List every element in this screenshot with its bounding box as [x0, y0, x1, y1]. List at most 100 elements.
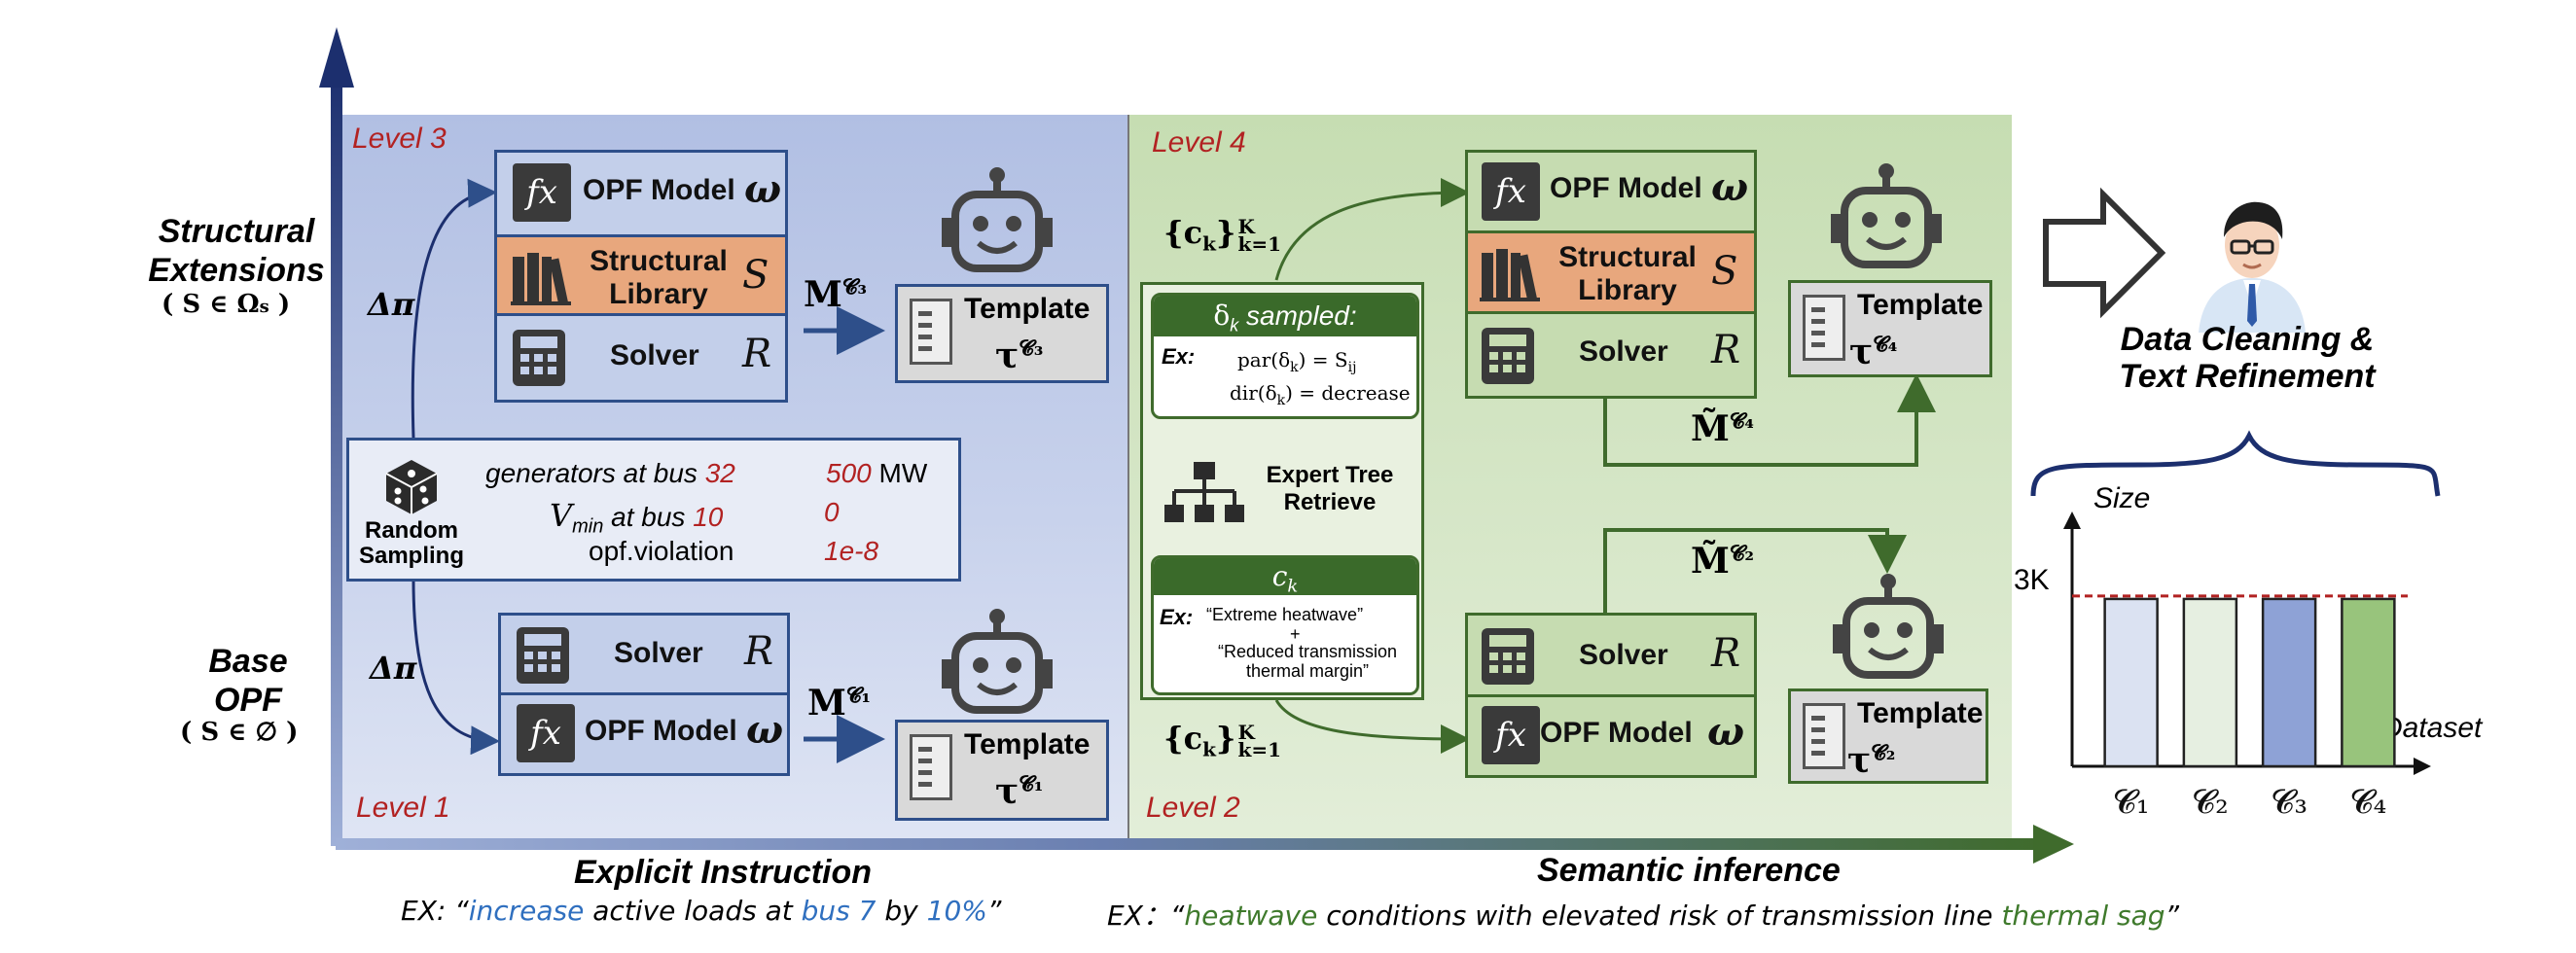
robot-icon — [942, 167, 1053, 272]
template-tau: τ𝓒₂ — [1847, 740, 1896, 781]
sample-line-1-value: 500 MW — [826, 458, 928, 488]
solver-row-l2: Solver R — [1468, 616, 1754, 697]
chart-bar — [2182, 597, 2238, 768]
expert-tree-box: δk sampled: Ex: par(δk) = Sij dir(δk) = … — [1140, 282, 1424, 700]
solver-row: Solver R — [497, 316, 785, 400]
template-c3: Template τ𝓒₃ — [895, 284, 1109, 383]
person-icon — [2199, 201, 2306, 333]
chart-y-arrow — [2063, 512, 2081, 529]
omega-symbol: ω — [746, 707, 784, 753]
tree-icon — [1164, 462, 1244, 522]
opf-model-label: OPF Model — [585, 715, 737, 747]
template-c4: Template τ𝓒₄ — [1788, 280, 1992, 377]
dice-icon — [385, 460, 438, 514]
solver-symbol: R — [744, 629, 774, 674]
template-label: Template — [1857, 697, 1984, 729]
sample-line-3-value: 1e-8 — [824, 536, 879, 566]
document-icon — [1803, 703, 1845, 769]
data-cleaning-label: Data Cleaning & Text Refinement — [2119, 321, 2376, 395]
calculator-icon — [1480, 626, 1536, 691]
robot-icon — [942, 609, 1053, 714]
x-left-title: Explicit Instruction — [574, 854, 873, 891]
robot-icon — [1831, 163, 1942, 268]
template-label: Template — [1857, 289, 1984, 321]
solver-label: Solver — [610, 339, 699, 371]
ck-example-1: “Extreme heatwave” — [1206, 605, 1364, 624]
equation-2: dir(δk) = decrease — [1230, 381, 1411, 408]
library-symbol: S — [742, 253, 769, 298]
template-c2: Template τ𝓒₂ — [1788, 688, 1988, 784]
solver-row-l1: Solver R — [501, 616, 787, 695]
chart-tick-label: 𝓒₂ — [2192, 783, 2229, 822]
solver-symbol: R — [742, 332, 772, 376]
robot-icon — [1833, 574, 1944, 679]
template-label: Template — [964, 728, 1091, 760]
sample-line-2-value: 0 — [824, 497, 840, 527]
omega-symbol: ω — [744, 166, 782, 212]
document-icon — [1803, 295, 1845, 361]
calculator-icon — [515, 625, 571, 690]
chart-xlabel: Dataset — [2381, 712, 2483, 744]
chart-tick-label: 𝓒₃ — [2271, 783, 2308, 822]
left-example: EX: “increase active loads at bus 7 by 1… — [401, 895, 1002, 927]
opf-model-label: OPF Model — [1540, 717, 1693, 749]
books-icon — [511, 251, 571, 310]
document-icon — [910, 299, 952, 365]
template-tau: τ𝓒₄ — [1849, 332, 1898, 372]
m-c1-label: M𝓒₁ — [807, 683, 872, 724]
chart-bar — [2261, 597, 2317, 768]
axis-top-label: Structural Extensions — [148, 213, 325, 289]
axis-bottom-sub: ( S ∈ ∅ ) — [180, 718, 299, 747]
solver-row-l4: Solver R — [1468, 314, 1754, 396]
solver-label: Solver — [614, 637, 703, 669]
level2-model-stack: Solver R fx OPF Model ω — [1465, 613, 1757, 778]
x-axis — [336, 838, 2043, 850]
ck-header: ck — [1154, 558, 1416, 597]
y-axis — [331, 68, 342, 846]
random-sampling-box: Random Sampling generators at bus 32 500… — [346, 438, 961, 582]
expert-tree-label: Expert Tree Retrieve — [1266, 462, 1394, 515]
solver-symbol: R — [1711, 631, 1741, 676]
chart-threshold-label: 3K — [2014, 564, 2050, 596]
opf-model-row-l2: fx OPF Model ω — [1468, 697, 1754, 775]
x-right-title: Semantic inference — [1537, 852, 1841, 889]
solver-label: Solver — [1579, 639, 1668, 671]
ck-card: ck Ex: “Extreme heatwave” + “Reduced tra… — [1151, 555, 1419, 695]
omega-symbol: ω — [1711, 164, 1749, 210]
ex-label: Ex: — [1162, 344, 1196, 369]
opf-model-row-l4: fx OPF Model ω — [1468, 153, 1754, 230]
books-icon — [1480, 247, 1540, 306]
fx-icon: fx — [513, 163, 571, 222]
calculator-icon — [1480, 326, 1536, 391]
random-sampling-label: Random Sampling — [358, 517, 464, 569]
ex-label: Ex: — [1160, 605, 1194, 629]
sample-line-2: Vmin at bus 10 — [550, 497, 724, 538]
delta-sampled-header: δk sampled: — [1154, 296, 1416, 336]
plus-sign: + — [1290, 624, 1301, 644]
chart-tick-label: 𝓒₄ — [2350, 783, 2387, 822]
library-label: Structural Library — [590, 245, 728, 310]
library-row: Structural Library S — [497, 234, 785, 316]
right-example: EX：“heatwave conditions with elevated ri… — [1107, 900, 2180, 932]
level-1-label: Level 1 — [356, 792, 450, 824]
sample-line-1: generators at bus 32 — [485, 458, 735, 488]
m-tilde-c2-label: M̃𝓒₂ — [1691, 541, 1755, 582]
chart-x-arrow — [2414, 758, 2431, 775]
chart-bar — [2103, 597, 2159, 768]
level-4-label: Level 4 — [1152, 126, 1246, 159]
document-icon — [910, 734, 952, 800]
opf-model-label: OPF Model — [583, 174, 735, 206]
refine-arrow-icon — [2043, 187, 2166, 319]
template-c1: Template τ𝓒₁ — [895, 720, 1109, 821]
template-tau: τ𝓒₁ — [995, 771, 1044, 812]
template-label: Template — [964, 293, 1091, 325]
level-3-label: Level 3 — [352, 123, 447, 155]
dataset-size-chart: 𝓒₁ 𝓒₂ 𝓒₃ 𝓒₄ — [2063, 512, 2431, 822]
chart-tick-label: 𝓒₁ — [2113, 783, 2150, 822]
level3-model-stack: fx OPF Model ω Structural Library S Solv… — [494, 150, 788, 403]
sample-line-3: opf.violation — [589, 536, 734, 566]
level1-model-stack: Solver R fx OPF Model ω — [498, 613, 790, 776]
fx-icon: fx — [1482, 706, 1540, 764]
